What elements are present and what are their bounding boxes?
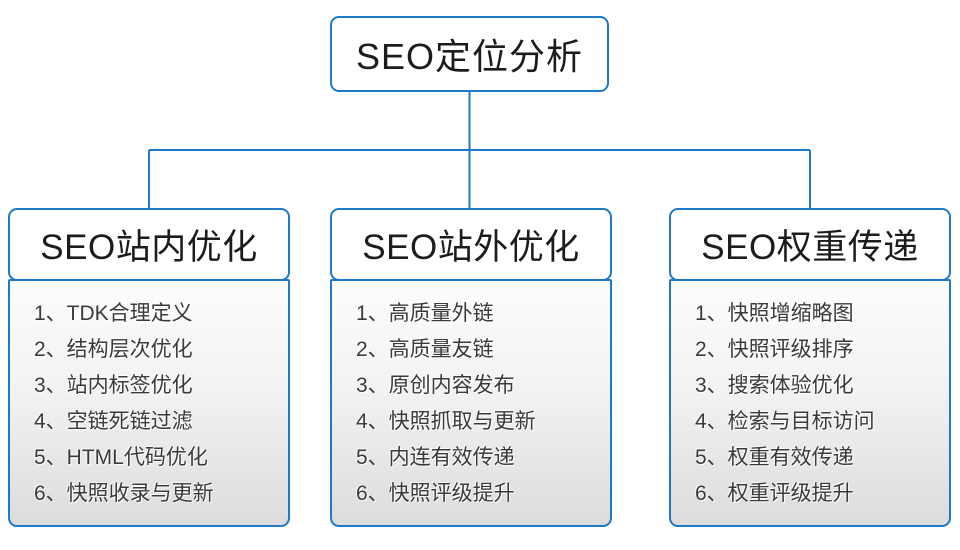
list-item: 6、快照收录与更新 <box>34 482 214 505</box>
column-header-weight: SEO权重传递 <box>669 208 951 281</box>
list-item: 1、TDK合理定义 <box>34 302 193 325</box>
list-item: 2、高质量友链 <box>356 338 494 361</box>
column-title: SEO站外优化 <box>362 228 580 267</box>
list-item: 1、快照增缩略图 <box>695 302 854 325</box>
column-header-onsite: SEO站内优化 <box>8 208 290 281</box>
column-body-onsite: 1、TDK合理定义 2、结构层次优化 3、站内标签优化 4、空链死链过滤 5、H… <box>8 279 290 527</box>
list-item: 3、搜索体验优化 <box>695 374 854 397</box>
list-item: 4、空链死链过滤 <box>34 410 193 433</box>
list-item: 5、HTML代码优化 <box>34 446 208 469</box>
item-list: 1、高质量外链 2、高质量友链 3、原创内容发布 4、快照抓取与更新 5、内连有… <box>356 296 600 512</box>
column-title: SEO权重传递 <box>701 228 919 267</box>
root-node: SEO定位分析 <box>330 16 609 92</box>
item-list: 1、TDK合理定义 2、结构层次优化 3、站内标签优化 4、空链死链过滤 5、H… <box>34 296 278 512</box>
column-header-offsite: SEO站外优化 <box>330 208 612 281</box>
list-item: 5、内连有效传递 <box>356 446 515 469</box>
list-item: 6、快照评级提升 <box>356 482 515 505</box>
column-title: SEO站内优化 <box>40 228 258 267</box>
list-item: 1、高质量外链 <box>356 302 494 325</box>
column-body-weight: 1、快照增缩略图 2、快照评级排序 3、搜索体验优化 4、检索与目标访问 5、权… <box>669 279 951 527</box>
item-list: 1、快照增缩略图 2、快照评级排序 3、搜索体验优化 4、检索与目标访问 5、权… <box>695 296 939 512</box>
list-item: 2、结构层次优化 <box>34 338 193 361</box>
list-item: 5、权重有效传递 <box>695 446 854 469</box>
column-body-offsite: 1、高质量外链 2、高质量友链 3、原创内容发布 4、快照抓取与更新 5、内连有… <box>330 279 612 527</box>
list-item: 2、快照评级排序 <box>695 338 854 361</box>
list-item: 3、原创内容发布 <box>356 374 515 397</box>
list-item: 3、站内标签优化 <box>34 374 193 397</box>
list-item: 6、权重评级提升 <box>695 482 854 505</box>
root-title: SEO定位分析 <box>355 36 584 77</box>
list-item: 4、快照抓取与更新 <box>356 410 536 433</box>
list-item: 4、检索与目标访问 <box>695 410 875 433</box>
